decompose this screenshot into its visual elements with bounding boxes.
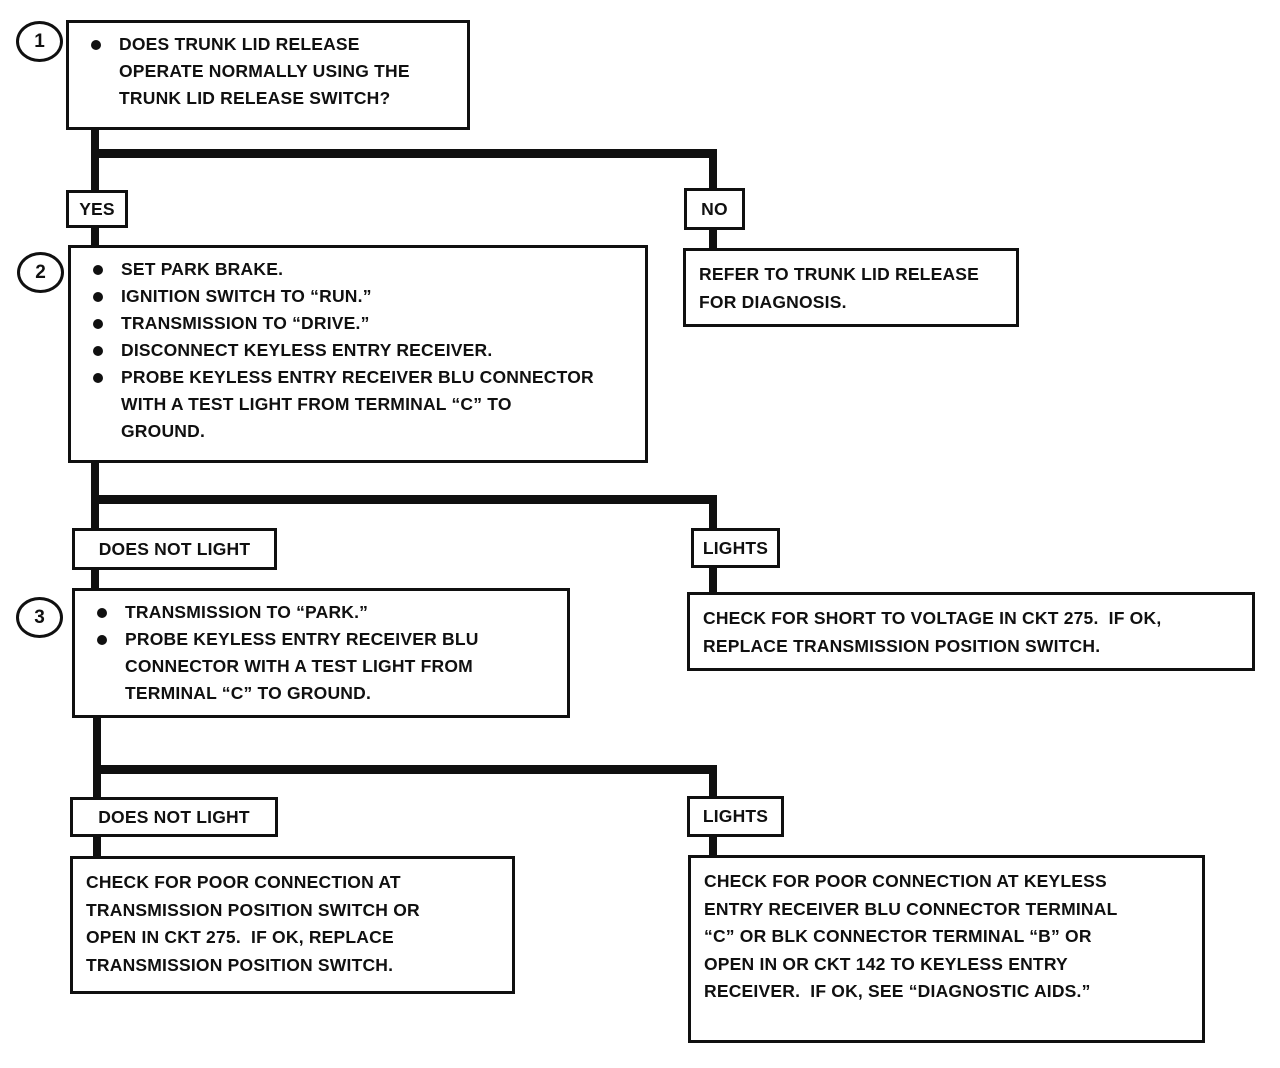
bullet-text: TRANSMISSION TO “DRIVE.” [121,313,370,333]
step-badge-3: 3 [16,597,63,638]
connector-line [91,461,99,501]
bullet-row: TRANSMISSION TO “PARK.” [75,599,561,626]
step-badge-number: 3 [34,606,45,628]
node-step-2: SET PARK BRAKE. IGNITION SWITCH TO “RUN.… [68,245,648,463]
step-badge-2: 2 [17,252,64,293]
branch-label-yes: YES [66,190,128,228]
bullet-row: IGNITION SWITCH TO “RUN.” [71,283,639,310]
node-question-1: DOES TRUNK LID RELEASE OPERATE NORMALLY … [66,20,470,130]
step-badge-number: 2 [35,261,46,283]
connector-line [91,567,99,590]
bullet-icon [93,373,103,383]
connector-line [93,834,101,858]
step-badge-1: 1 [16,21,63,62]
bullet-text: PROBE KEYLESS ENTRY RECEIVER BLU CONNECT… [125,629,479,703]
connector-line [91,128,99,156]
branch-label-lights-2: LIGHTS [687,796,784,837]
bullet-icon [93,292,103,302]
step-badge-number: 1 [34,30,45,52]
connector-line [91,495,717,504]
bullet-icon [93,319,103,329]
connector-line [709,765,717,798]
connector-line [91,495,99,530]
branch-label-text: LIGHTS [702,806,769,826]
branch-label-no: NO [684,188,745,230]
node-refer-trunk-lid-release: REFER TO TRUNK LID RELEASE FOR DIAGNOSIS… [683,248,1019,327]
branch-label-does-not-light-2: DOES NOT LIGHT [70,797,278,837]
bullet-icon [97,635,107,645]
bullet-icon [91,40,101,50]
bullet-text: SET PARK BRAKE. [121,259,284,279]
bullet-row: DOES TRUNK LID RELEASE OPERATE NORMALLY … [69,31,461,112]
connector-line [709,228,717,250]
branch-label-text: DOES NOT LIGHT [98,806,250,827]
node-check-short-ckt275: CHECK FOR SHORT TO VOLTAGE IN CKT 275. I… [687,592,1255,671]
bullet-text: DOES TRUNK LID RELEASE OPERATE NORMALLY … [119,34,410,108]
connector-line [91,149,717,158]
connector-line [93,715,101,770]
connector-line [91,149,99,190]
bullet-icon [93,265,103,275]
node-check-connection-keyless-receiver: CHECK FOR POOR CONNECTION AT KEYLESS ENT… [688,855,1205,1043]
branch-label-text: NO [701,198,728,219]
bullet-text: TRANSMISSION TO “PARK.” [125,602,369,622]
branch-label-lights-1: LIGHTS [691,528,780,568]
node-check-connection-transmission-switch: CHECK FOR POOR CONNECTION AT TRANSMISSIO… [70,856,515,994]
bullet-text: DISCONNECT KEYLESS ENTRY RECEIVER. [121,340,493,360]
connector-line [709,149,717,190]
connector-line [91,226,99,247]
connector-line [93,765,717,774]
branch-label-text: DOES NOT LIGHT [98,538,251,559]
connector-line [93,765,101,799]
branch-label-does-not-light-1: DOES NOT LIGHT [72,528,277,570]
connector-line [709,565,717,594]
node-step-3: TRANSMISSION TO “PARK.” PROBE KEYLESS EN… [72,588,570,718]
branch-label-text: LIGHTS [702,537,769,558]
connector-line [709,834,717,857]
bullet-row: DISCONNECT KEYLESS ENTRY RECEIVER. [71,337,639,364]
bullet-row: SET PARK BRAKE. [71,256,639,283]
bullet-row: PROBE KEYLESS ENTRY RECEIVER BLU CONNECT… [71,364,639,445]
branch-label-text: YES [79,198,115,219]
bullet-icon [97,608,107,618]
bullet-row: PROBE KEYLESS ENTRY RECEIVER BLU CONNECT… [75,626,561,707]
bullet-text: IGNITION SWITCH TO “RUN.” [121,286,372,306]
bullet-row: TRANSMISSION TO “DRIVE.” [71,310,639,337]
bullet-icon [93,346,103,356]
connector-line [709,495,717,530]
bullet-text: PROBE KEYLESS ENTRY RECEIVER BLU CONNECT… [121,367,594,441]
